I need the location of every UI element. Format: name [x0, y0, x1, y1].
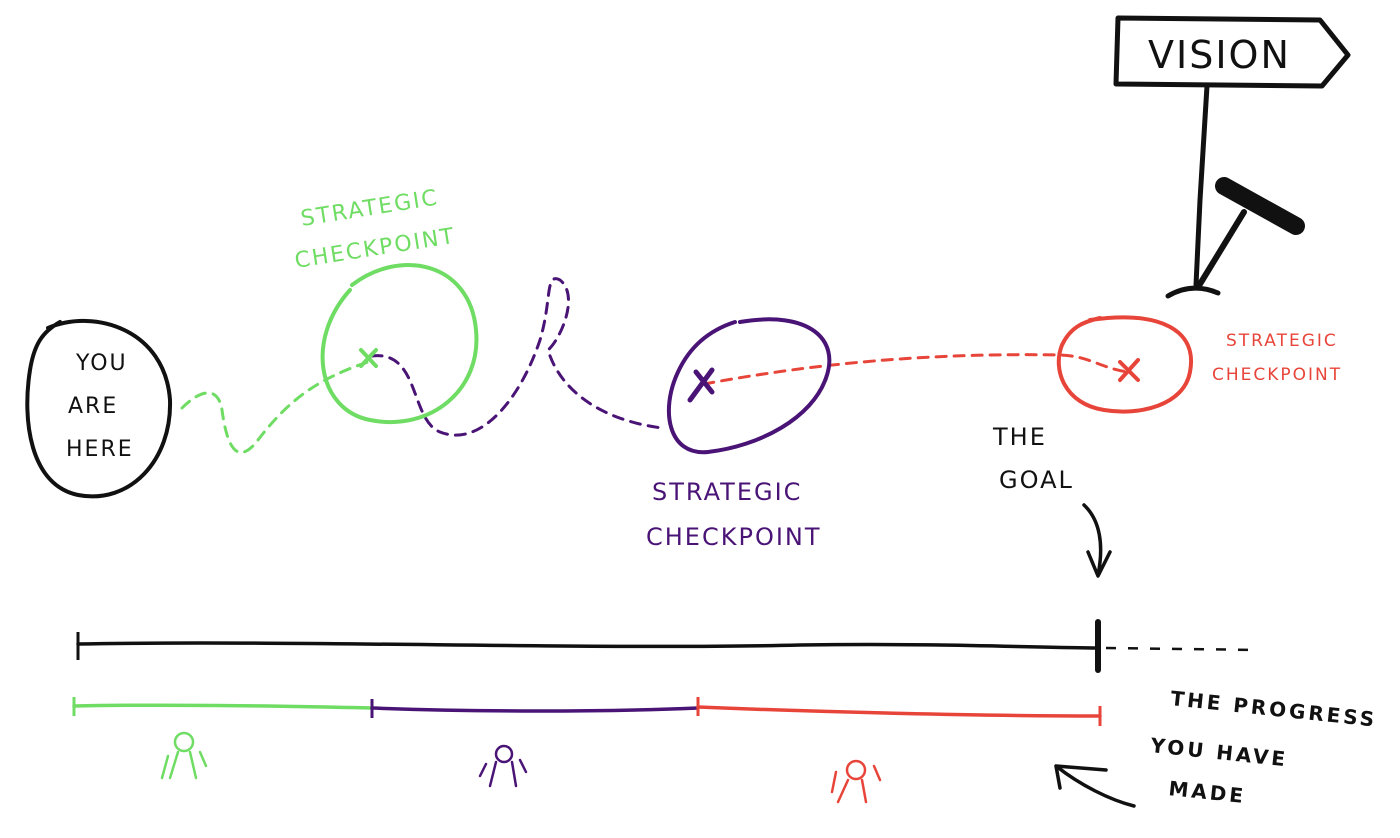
checkpoint-purple-circle — [666, 317, 832, 455]
signpost-pole — [1193, 83, 1210, 288]
path-start-to-green — [180, 360, 370, 454]
progress-label-line-3: MADE — [1167, 776, 1247, 808]
checkpoint-purple: STRATEGIC CHECKPOINT — [646, 317, 832, 551]
checkpoint-green-label-line-2: CHECKPOINT — [293, 224, 457, 274]
progress-label-line-2: YOU HAVE — [1148, 733, 1289, 771]
hammer-icon — [1197, 209, 1247, 287]
checkpoint-purple-label-line-2: CHECKPOINT — [646, 523, 822, 551]
checkpoint-green: STRATEGIC CHECKPOINT — [293, 185, 479, 424]
signpost-ground — [1165, 285, 1221, 299]
start-label-line-2: ARE — [68, 394, 118, 419]
stick-figure-icon — [830, 759, 882, 804]
checkpoint-red: STRATEGIC CHECKPOINT — [1056, 315, 1342, 414]
hammer-head-icon — [1215, 177, 1305, 235]
progress-segment-green — [72, 703, 374, 710]
progress-segments — [72, 697, 1102, 726]
path-purple-to-red — [702, 353, 1130, 386]
checkpoint-red-label-line-1: STRATEGIC — [1226, 331, 1338, 351]
progress-arrow-icon — [1054, 764, 1136, 808]
progress-segment-purple — [370, 706, 700, 713]
vision-label: VISION — [1148, 33, 1291, 77]
timeline — [76, 619, 1261, 673]
goal-arrow-icon — [1082, 503, 1112, 578]
path-green-to-purple — [370, 277, 664, 437]
checkpoint-red-x-icon — [1118, 358, 1140, 382]
timeline-future-dashed — [1105, 646, 1261, 652]
stick-figure-icon — [478, 744, 528, 788]
timeline-main-line — [76, 641, 1100, 650]
checkpoint-green-circle — [320, 263, 479, 424]
goal-label-line-2: GOAL — [999, 466, 1074, 494]
signpost-board — [1113, 15, 1351, 89]
start-node: YOU ARE HERE — [25, 318, 173, 499]
vision-signpost: VISION — [1113, 15, 1351, 299]
start-label-line-3: HERE — [66, 437, 134, 462]
progress-label-line-1: THE PROGRESS — [1169, 686, 1378, 732]
checkpoint-green-x-icon — [359, 348, 378, 368]
checkpoint-green-label-line-1: STRATEGIC — [299, 185, 441, 231]
progress-annotation: THE PROGRESS YOU HAVE MADE — [1054, 686, 1378, 808]
checkpoint-red-circle — [1056, 315, 1194, 414]
checkpoint-purple-x-icon — [687, 367, 715, 403]
start-circle — [25, 318, 173, 499]
progress-segment-red — [696, 705, 1102, 718]
checkpoint-red-label-line-2: CHECKPOINT — [1212, 365, 1342, 385]
goal-label-line-1: THE — [992, 423, 1047, 451]
start-label-line-1: YOU — [75, 351, 128, 376]
goal-annotation: THE GOAL — [992, 423, 1112, 578]
checkpoint-purple-label-line-1: STRATEGIC — [652, 478, 802, 506]
stick-figure-icon — [160, 731, 208, 780]
